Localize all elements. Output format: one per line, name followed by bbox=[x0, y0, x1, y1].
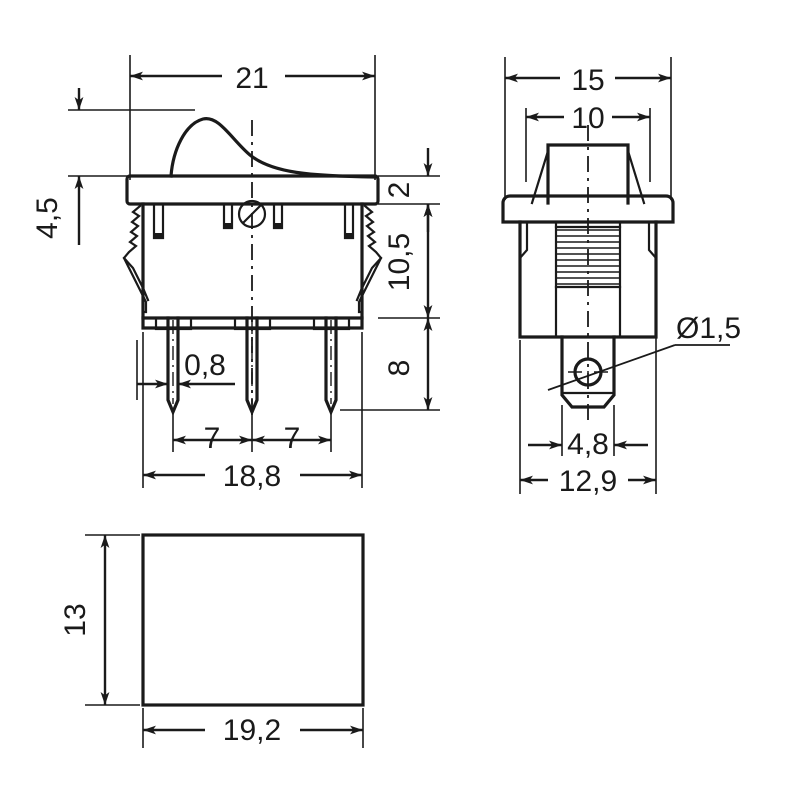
side-body-outline bbox=[518, 220, 658, 339]
pin-right bbox=[324, 316, 338, 417]
rib-right bbox=[343, 202, 355, 240]
side-bezel-flange bbox=[501, 194, 675, 224]
left-snap-latch-inner bbox=[122, 256, 150, 302]
rib-right-foot bbox=[345, 233, 353, 238]
dim-label-2: 2 bbox=[383, 182, 416, 199]
dim-label-192: 19,2 bbox=[223, 714, 281, 747]
dim-label-13: 13 bbox=[59, 603, 92, 636]
rib-left bbox=[152, 202, 165, 240]
dim-label-7a: 7 bbox=[204, 422, 221, 455]
right-snap-latch bbox=[357, 204, 383, 314]
dim-label-10: 10 bbox=[571, 102, 604, 135]
dim-label-7b: 7 bbox=[284, 422, 301, 455]
rocker-actuator-profile bbox=[169, 117, 377, 179]
dim-label-129: 12,9 bbox=[559, 465, 617, 498]
dim-label-105: 10,5 bbox=[383, 233, 416, 291]
leader-dia15 bbox=[547, 344, 676, 391]
rib-center-left-foot bbox=[224, 223, 232, 228]
dim-label-21: 21 bbox=[235, 62, 268, 95]
pin-left bbox=[166, 316, 180, 417]
left-snap-latch bbox=[122, 204, 148, 314]
side-snap-tab-left bbox=[518, 220, 529, 260]
front-view-dimensions: 21 4,5 2 10,5 8 0,8 bbox=[31, 55, 440, 493]
rib-center-right-foot bbox=[274, 223, 282, 228]
dim-label-8: 8 bbox=[383, 360, 416, 377]
dim-label-15: 15 bbox=[571, 64, 604, 97]
screw-slot bbox=[241, 203, 263, 225]
pin-center bbox=[245, 316, 259, 417]
dim-label-188: 18,8 bbox=[223, 460, 281, 493]
dim-label-dia15: Ø1,5 bbox=[676, 312, 741, 345]
knurl-hatch-band bbox=[557, 229, 619, 285]
screw-head-circle bbox=[237, 199, 267, 229]
bezel-flange bbox=[125, 174, 380, 206]
side-snap-tab-right bbox=[647, 220, 658, 260]
dim-label-45: 4,5 bbox=[31, 197, 64, 239]
dim-label-08: 0,8 bbox=[184, 349, 226, 382]
rib-left-foot bbox=[154, 233, 163, 238]
side-view-dimensions: 15 10 Ø1,5 4,8 12,9 bbox=[504, 57, 741, 498]
actuator-cap-skirt bbox=[530, 149, 646, 205]
front-view-geometry bbox=[122, 117, 383, 420]
right-snap-latch-inner bbox=[355, 256, 383, 302]
panel-cutout-geometry bbox=[141, 533, 365, 707]
panel-cutout-rectangle bbox=[141, 533, 365, 707]
panel-cutout-dimensions: 13 19,2 bbox=[59, 534, 364, 748]
dim-label-48: 4,8 bbox=[567, 428, 609, 461]
